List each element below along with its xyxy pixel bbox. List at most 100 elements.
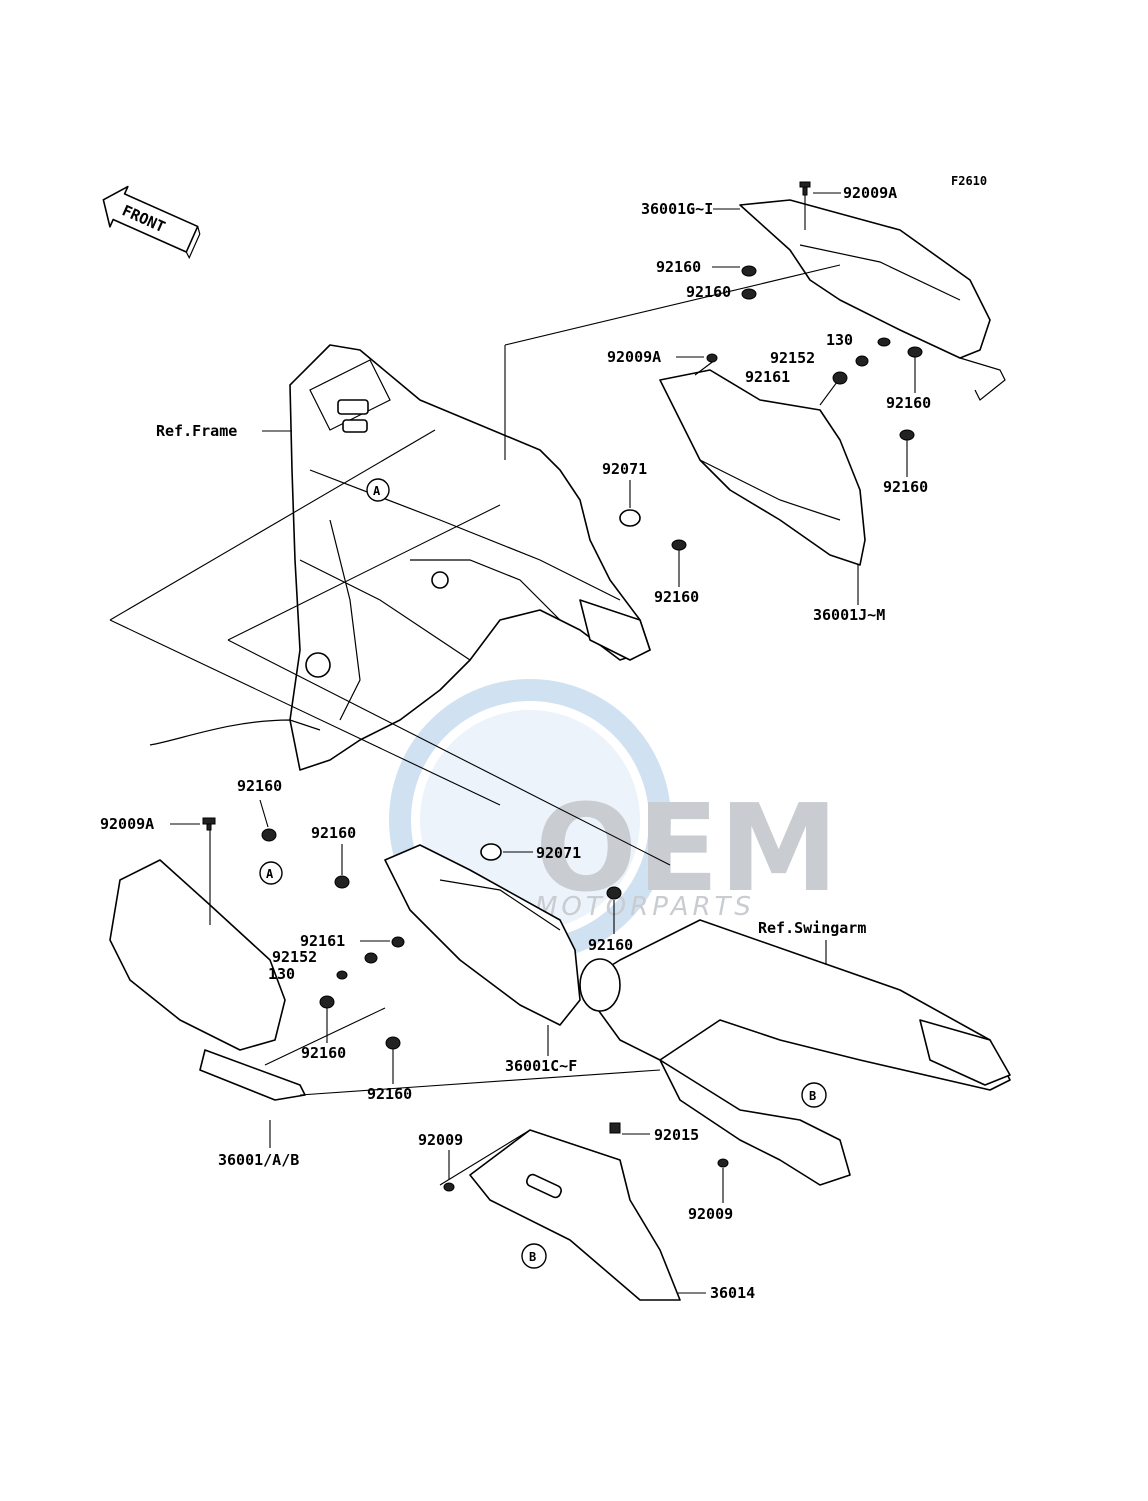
- bolt-92009A-left-icon: [202, 817, 216, 831]
- label-92161-low[interactable]: 92161: [300, 932, 345, 950]
- collar-92161-low-icon: [391, 936, 405, 948]
- grommet-92160-6-icon: [261, 828, 277, 842]
- front-direction-arrow: FRONT: [102, 185, 201, 260]
- label-92160-2[interactable]: 92160: [686, 283, 731, 301]
- label-92071-mid[interactable]: 92071: [536, 844, 581, 862]
- cover-36001G-I-tab: [959, 357, 1006, 401]
- hardware: [202, 181, 923, 1192]
- grommet-92160-3-icon: [907, 346, 923, 358]
- chain-guard-shell: [469, 1129, 681, 1301]
- label-36014[interactable]: 36014: [710, 1284, 755, 1302]
- label-92009-right[interactable]: 92009: [688, 1205, 733, 1223]
- cover-36001C-F-shell: [384, 844, 581, 1026]
- grommet-92160-10-icon: [385, 1036, 401, 1050]
- damper-92071-mid-icon: [480, 843, 502, 861]
- frame-headstock: [309, 359, 391, 431]
- cover-36001J-M-crease: [699, 459, 841, 521]
- label-92160-1[interactable]: 92160: [656, 258, 701, 276]
- label-92160-5[interactable]: 92160: [654, 588, 699, 606]
- collar-92161-top-icon: [832, 371, 848, 385]
- cover-36001G-I: [739, 199, 1006, 401]
- label-92152-low[interactable]: 92152: [272, 948, 317, 966]
- cover-36001C-F-crease: [439, 879, 561, 931]
- label-92160-10[interactable]: 92160: [367, 1085, 412, 1103]
- callout-circle-b-guard: B: [521, 1243, 547, 1269]
- frame-drawing: [149, 344, 651, 771]
- cover-36001G-I-crease: [799, 244, 961, 301]
- label-36001J-M[interactable]: 36001J~M: [813, 606, 885, 624]
- cover-36001C-F: [384, 844, 581, 1026]
- grommet-92160-8-icon: [606, 886, 622, 900]
- grommet-92160-5-icon: [671, 539, 687, 551]
- label-92161-top[interactable]: 92161: [745, 368, 790, 386]
- frame-pivot-boss: [305, 652, 331, 678]
- label-92160-8[interactable]: 92160: [588, 936, 633, 954]
- swingarm-lower-arm: [659, 1059, 851, 1186]
- label-92009A-mid[interactable]: 92009A: [607, 348, 661, 366]
- bolt-92009-left-icon: [443, 1182, 455, 1192]
- grommet-92160-7-icon: [334, 875, 350, 889]
- label-92152-top[interactable]: 92152: [770, 349, 815, 367]
- label-130-low[interactable]: 130: [268, 965, 295, 983]
- part-labels: 92009A 36001G~I 92160 92160 92009A 130 9…: [100, 184, 931, 1302]
- bolt-92009A-top-icon: [799, 181, 811, 196]
- bolt-130-top-icon: [877, 337, 891, 347]
- label-130-top[interactable]: 130: [826, 331, 853, 349]
- frame-rail-2: [299, 559, 471, 661]
- label-36001C-F[interactable]: 36001C~F: [505, 1057, 577, 1075]
- label-36001G-I[interactable]: 36001G~I: [641, 200, 713, 218]
- chain-guard-slot: [525, 1173, 563, 1199]
- nut-92015-icon: [609, 1122, 621, 1134]
- frame-down-tube: [329, 519, 361, 721]
- front-arrow-icon: [102, 185, 199, 253]
- frame-rear-bracket: [579, 599, 651, 661]
- label-92160-9[interactable]: 92160: [301, 1044, 346, 1062]
- cover-36001-A-B: [109, 859, 306, 1101]
- frame-rail-3: [410, 559, 561, 621]
- swingarm-pivot: [579, 958, 621, 1012]
- washer-92152-low-icon: [364, 952, 378, 964]
- label-92160-7[interactable]: 92160: [311, 824, 356, 842]
- label-ref-swingarm[interactable]: Ref.Swingarm: [758, 919, 866, 937]
- label-92009A-left[interactable]: 92009A: [100, 815, 154, 833]
- chain-guard-36014: [469, 1129, 681, 1301]
- bolt-130-low-icon: [336, 970, 348, 980]
- grommet-92160-9-icon: [319, 995, 335, 1009]
- callout-circle-b-swingarm: B: [801, 1082, 827, 1108]
- grommet-92160-1-icon: [741, 265, 757, 277]
- frame-plate-1: [337, 399, 369, 415]
- frame-body: [289, 344, 651, 771]
- label-92160-6[interactable]: 92160: [237, 777, 282, 795]
- watermark-brand: OEM: [535, 780, 838, 919]
- label-92160-3[interactable]: 92160: [886, 394, 931, 412]
- leader-lines: [109, 185, 841, 1186]
- label-92009-left[interactable]: 92009: [418, 1131, 463, 1149]
- cover-36001-A-B-trim: [199, 1049, 306, 1101]
- label-92160-4[interactable]: 92160: [883, 478, 928, 496]
- damper-92071-top-icon: [619, 509, 641, 527]
- label-ref-frame[interactable]: Ref.Frame: [156, 422, 237, 440]
- svg-text:B: B: [809, 1089, 816, 1103]
- frame-lower-curve: [149, 719, 321, 746]
- callout-circle-a-cover: A: [259, 861, 283, 885]
- svg-text:A: A: [266, 867, 274, 881]
- swingarm-axle-block: [919, 1019, 1011, 1086]
- cover-36001G-I-shell: [739, 199, 991, 359]
- watermark-subtitle: MOTORPARTS: [535, 892, 755, 922]
- label-92009A-top[interactable]: 92009A: [843, 184, 897, 202]
- callout-circle-a-frame: A: [366, 478, 390, 502]
- frame-pivot-2: [431, 571, 449, 589]
- cover-36001J-M-shell: [659, 369, 866, 566]
- washer-92152-top-icon: [855, 355, 869, 367]
- grommet-92160-4-icon: [899, 429, 915, 441]
- cover-36001-A-B-shell: [109, 859, 286, 1051]
- cover-36001J-M: [659, 369, 866, 566]
- front-arrow-depth: [185, 226, 201, 260]
- bolt-92009A-mid-icon: [706, 353, 718, 363]
- svg-text:B: B: [529, 1250, 536, 1264]
- label-36001-A-B[interactable]: 36001/A/B: [218, 1151, 299, 1169]
- label-92015[interactable]: 92015: [654, 1126, 699, 1144]
- label-92071-top[interactable]: 92071: [602, 460, 647, 478]
